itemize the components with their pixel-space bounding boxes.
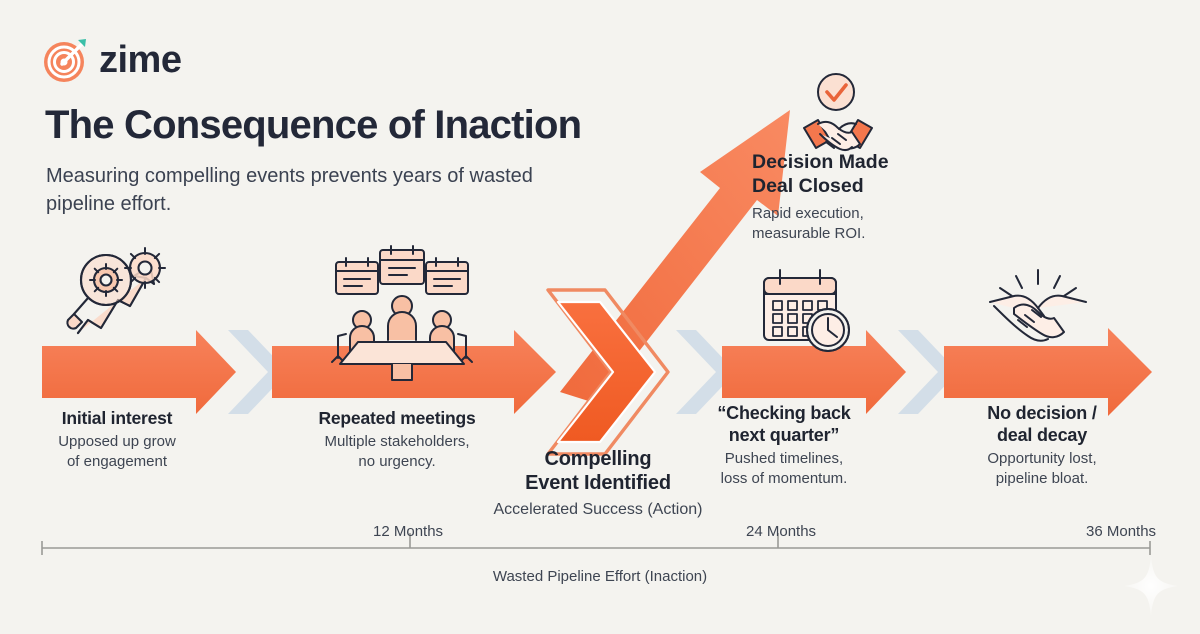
axis-tick-label-36-months: 36 Months	[1086, 523, 1157, 540]
stage-description: Accelerated Success (Action)	[493, 501, 703, 519]
arrow-segment-checking-back	[722, 330, 906, 414]
stage-title-line-1: No decision /	[987, 403, 1097, 423]
timeline-axis	[41, 533, 1151, 555]
arrow-segment-no-decision	[944, 328, 1152, 416]
stage-desc-line-1: Upposed up grow	[58, 433, 176, 450]
bullseye-target-icon	[42, 36, 90, 84]
handshake-check-icon	[803, 73, 873, 152]
stage-title: Initial interest	[61, 408, 173, 428]
axis-caption: Wasted Pipeline Effort (Inaction)	[492, 568, 708, 585]
broken-handshake-icon	[989, 269, 1087, 342]
stage-decision-made-deal-closed[interactable]: Decision Made Deal Closed Rapid executio…	[752, 150, 962, 244]
stage-no-decision[interactable]: No decision / deal decay Opportunity los…	[932, 403, 1152, 488]
stage-title-line-2: deal decay	[996, 424, 1088, 445]
stage-description: Rapid execution, measurable ROI.	[752, 204, 962, 244]
stage-title: No decision / deal decay	[932, 403, 1152, 446]
axis-tick-label-24-months: 24 Months	[746, 523, 817, 540]
stage-title-line-2: Event Identified	[525, 471, 671, 494]
stage-desc-line-2: no urgency.	[358, 452, 436, 470]
meeting-table-calendars-icon	[331, 245, 473, 381]
compelling-event-chevron	[546, 288, 670, 456]
stage-desc-line-1: Opportunity lost,	[987, 450, 1097, 468]
stage-title-line-2: next quarter”	[728, 424, 840, 445]
stage-title-line-1: “Checking back	[717, 403, 851, 423]
stage-title: Decision Made Deal Closed	[752, 150, 962, 198]
stage-desc-line-2: loss of momentum.	[720, 469, 848, 487]
stage-description: Multiple stakeholders, no urgency.	[272, 432, 522, 471]
stage-title: Repeated meetings	[318, 408, 476, 428]
magnifier-gears-growth-arrow-icon	[66, 247, 166, 335]
stage-desc-line-1: Pushed timelines,	[724, 450, 844, 468]
stage-repeated-meetings[interactable]: Repeated meetings Multiple stakeholders,…	[272, 408, 522, 471]
stage-desc-line-1: Multiple stakeholders,	[324, 433, 470, 450]
stage-initial-interest[interactable]: Initial interest Upposed up grow of enga…	[12, 408, 222, 471]
arrow-segment-repeated-meetings	[272, 330, 556, 414]
brand-name: zime	[99, 39, 182, 81]
arrow-segment-initial-interest	[42, 330, 236, 414]
page-subtitle: Measuring compelling events prevents yea…	[46, 165, 533, 215]
brand-logo[interactable]: zime	[42, 36, 182, 84]
stage-description: Opportunity lost, pipeline bloat.	[932, 449, 1152, 488]
stage-desc-line-1: Rapid execution,	[752, 205, 864, 223]
stage-description: Pushed timelines, loss of momentum.	[676, 449, 892, 488]
stage-title-line-2: Deal Closed	[752, 175, 864, 198]
axis-tick-label-12-months: 12 Months	[373, 523, 444, 540]
stage-title-line-1: Decision Made	[752, 151, 889, 173]
stage-title: “Checking back next quarter”	[676, 403, 892, 446]
stage-desc-line-2: pipeline bloat.	[995, 469, 1089, 487]
stage-compelling-event[interactable]: Compelling Event Identified Accelerated …	[468, 448, 728, 521]
four-point-star-icon	[1124, 556, 1178, 616]
stage-description: Upposed up grow of engagement	[12, 432, 222, 471]
stage-checking-back[interactable]: “Checking back next quarter” Pushed time…	[676, 403, 892, 488]
stage-title: Compelling Event Identified	[468, 448, 728, 495]
stage-desc-line-2: measurable ROI.	[752, 225, 866, 243]
page-title: The Consequence of Inaction	[45, 103, 582, 147]
stage-title-line-1: Compelling	[544, 448, 652, 470]
stage-desc-line-2: of engagement	[66, 452, 168, 470]
calendar-clock-icon	[763, 269, 850, 352]
